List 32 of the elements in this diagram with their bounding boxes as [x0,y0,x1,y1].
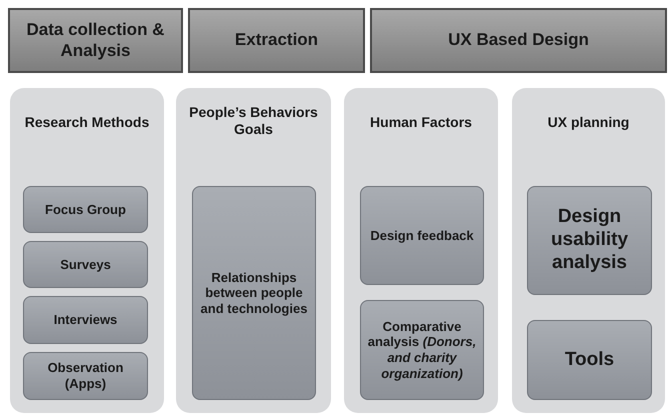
method-box [192,186,316,400]
method-box [23,241,148,288]
stage-header [370,8,667,73]
box-label: Focus Group [45,202,126,218]
header-label: Data collection & Analysis [26,20,166,61]
panel-title: UX planning [548,114,630,131]
header-label: UX Based Design [448,30,589,51]
method-box [23,186,148,233]
method-box [23,352,148,400]
panel-title: People’s Behaviors Goals [188,104,319,138]
category-panel [344,88,498,413]
box-label: Interviews [54,312,118,328]
panel-title: Human Factors [370,114,472,131]
header-label: Extraction [234,30,318,51]
method-box [23,296,148,344]
method-box [527,320,652,400]
box-label: Comparative analysis (Donors, and charity organization) [367,318,477,382]
category-panel [512,88,665,413]
category-panel [10,88,164,413]
panel-title: Research Methods [24,114,150,131]
box-label: Tools [564,348,614,372]
box-label: Surveys [60,256,111,272]
box-label: Relationships between people and technologies [200,270,308,316]
category-panel [176,88,331,413]
stage-header [8,8,183,73]
stage-header [188,8,365,73]
box-label: Observation (Apps) [46,360,124,392]
box-label: Design feedback [370,228,474,244]
method-box [360,186,484,285]
method-box [360,300,484,400]
box-label: Design usability analysis [550,206,630,275]
method-box [527,186,652,295]
